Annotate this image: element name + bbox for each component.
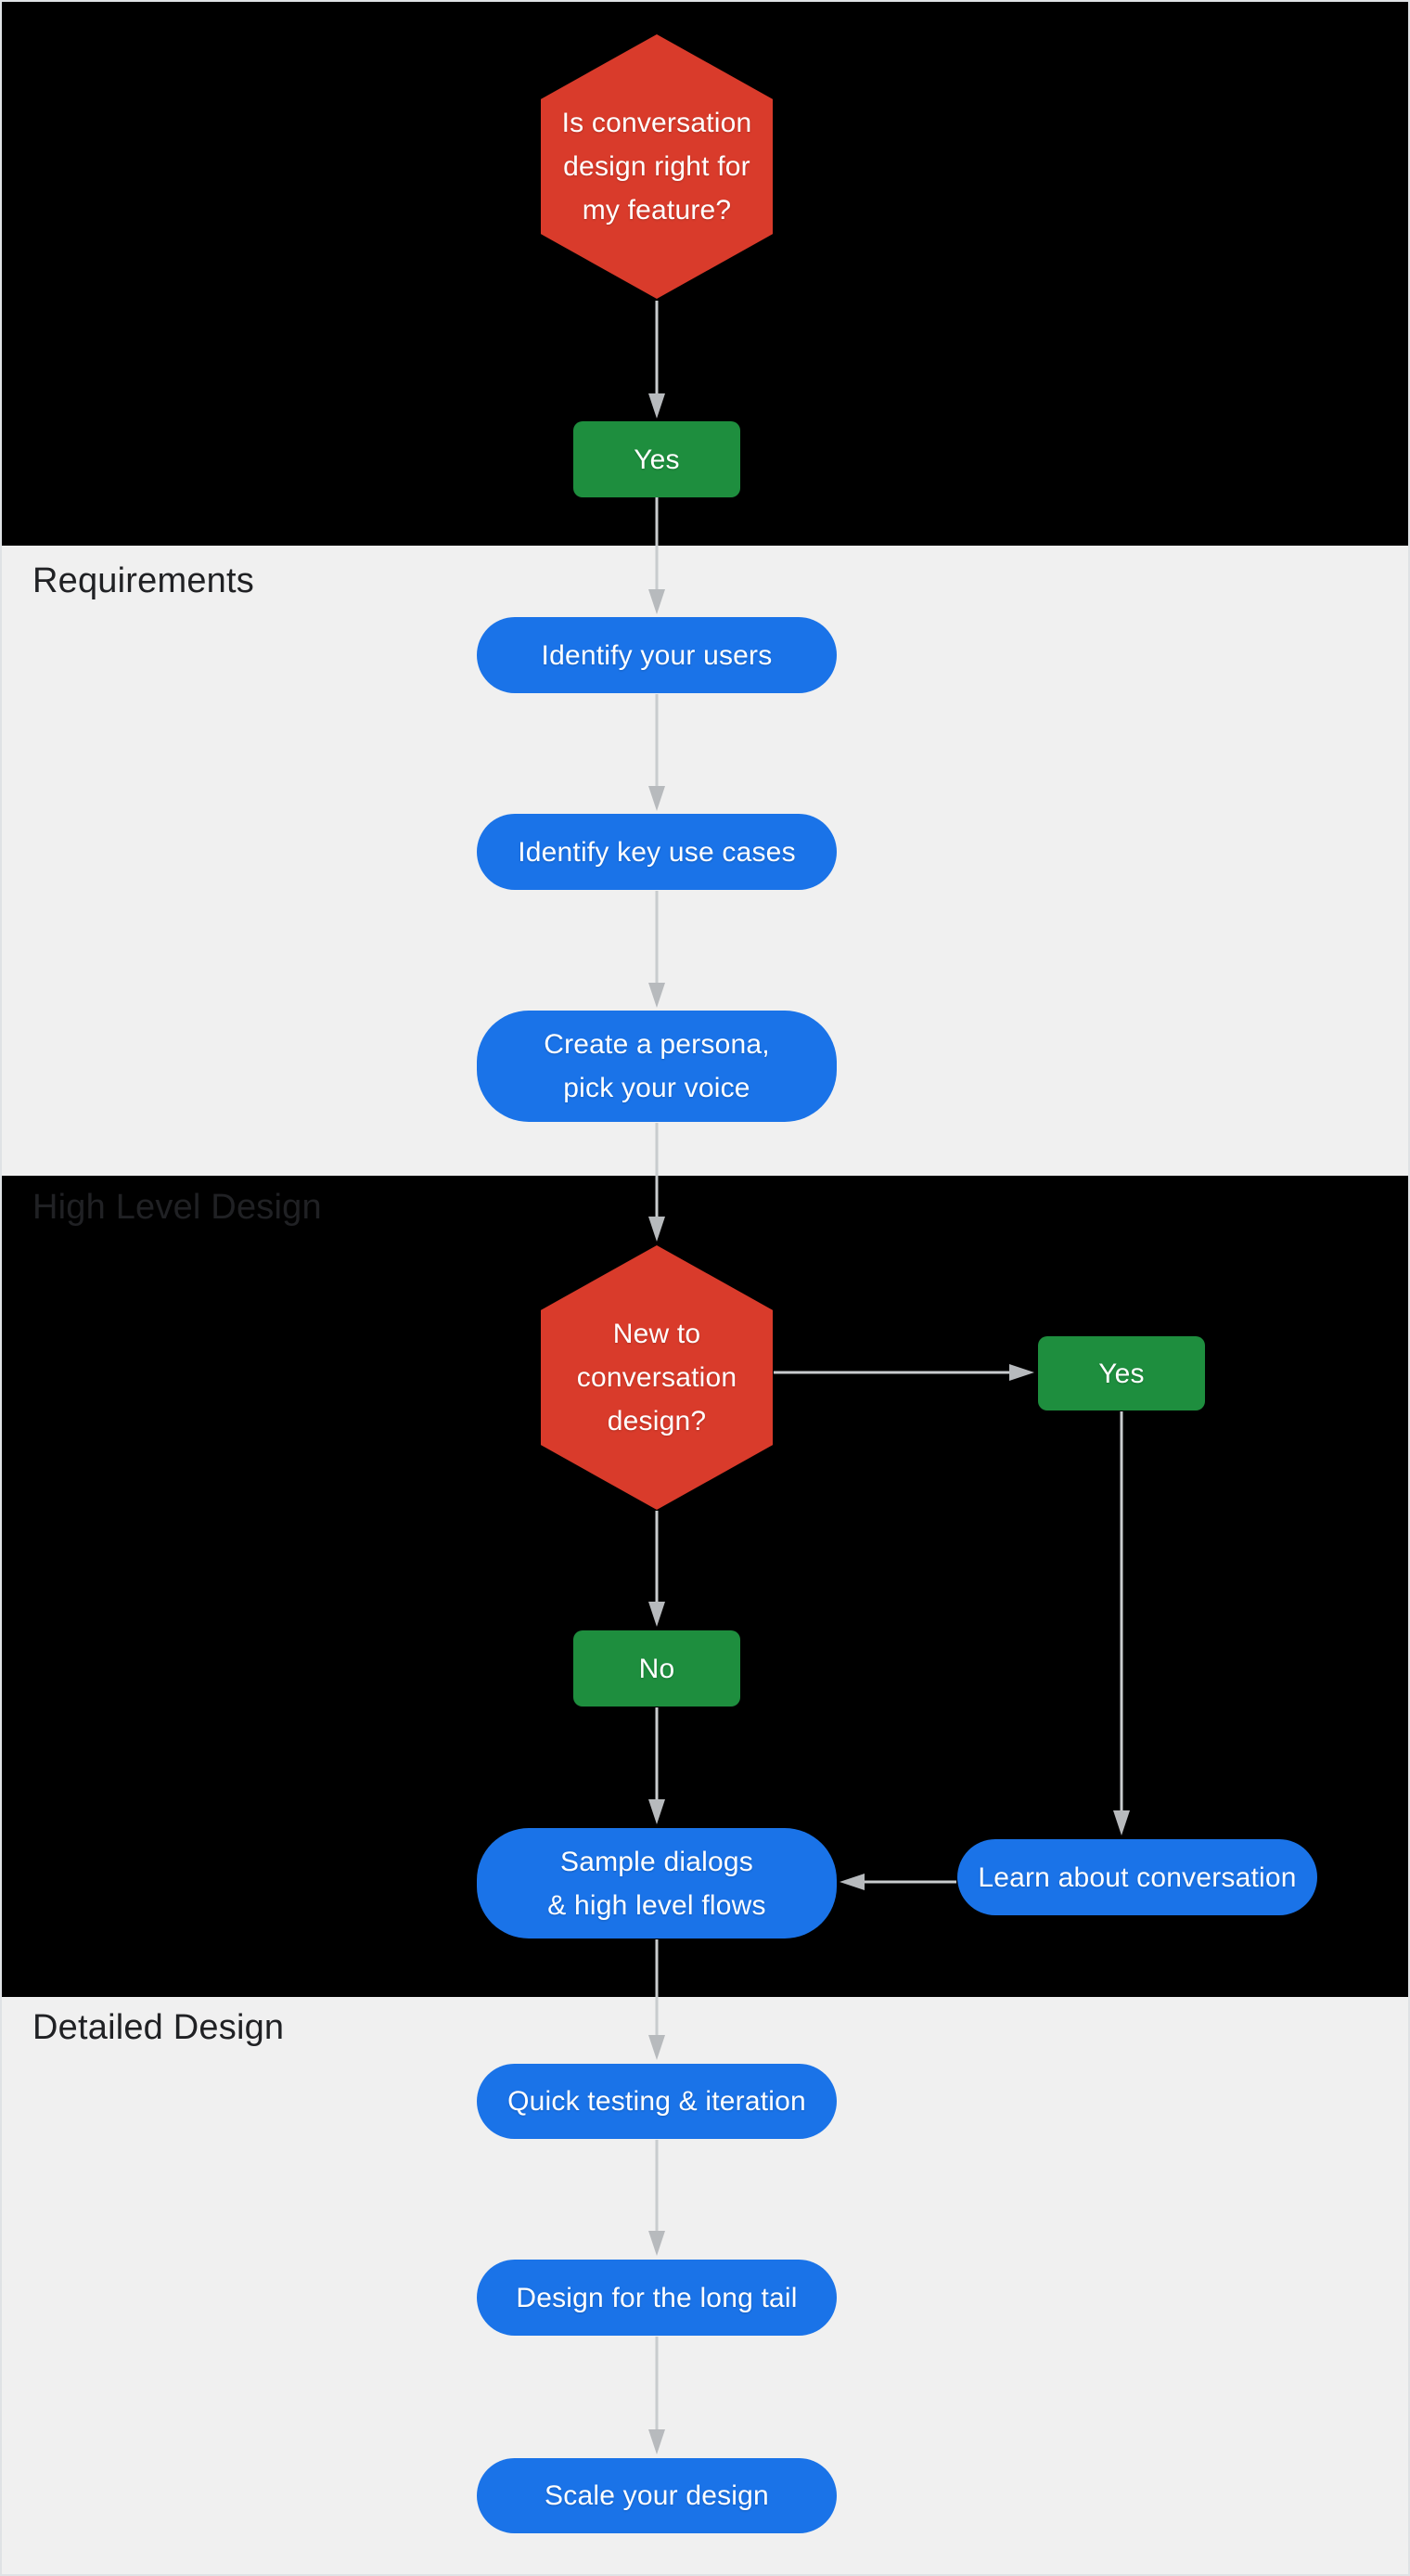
yes-button-new-to-design[interactable]: Yes [1038,1336,1205,1410]
arrowhead-users-to-use-cases [648,786,665,811]
section-label-detailed-design: Detailed Design [32,2008,285,2047]
arrowhead-yes1-to-identify-users [648,589,665,614]
section-label-high-level-design: High Level Design [32,1188,322,1227]
pill-sample-dialogs-high-level-flows[interactable]: Sample dialogs & high level flows [477,1828,837,1938]
pill-design-for-long-tail[interactable]: Design for the long tail [477,2260,837,2336]
pill-create-persona-pick-voice[interactable]: Create a persona, pick your voice [477,1011,837,1122]
pill-learn-about-conversation[interactable]: Learn about conversation [957,1839,1317,1915]
pill-quick-testing-iteration[interactable]: Quick testing & iteration [477,2064,837,2139]
decision-is-conversation-design-right: Is conversation design right for my feat… [541,34,773,299]
section-label-requirements: Requirements [32,561,254,600]
arrowhead-yes2-to-learn [1113,1810,1130,1835]
arrowhead-learn-to-sample-dialogs [840,1874,865,1890]
pill-identify-key-use-cases[interactable]: Identify key use cases [477,814,837,890]
arrowhead-persona-to-decision2 [648,1217,665,1242]
arrowhead-decision1-to-yes1 [648,393,665,419]
arrowhead-long-tail-to-scale [648,2429,665,2454]
pill-scale-your-design[interactable]: Scale your design [477,2458,837,2533]
arrowhead-no-to-sample-dialogs [648,1799,665,1824]
arrowhead-use-cases-to-persona [648,983,665,1008]
decision-new-to-conversation-design: New to conversation design? [541,1245,773,1510]
yes-button-top[interactable]: Yes [573,421,740,497]
arrowhead-decision2-to-yes2 [1009,1364,1034,1381]
arrowhead-decision2-to-no [648,1602,665,1627]
arrowhead-sample-to-quick-testing [648,2035,665,2060]
no-button-new-to-design[interactable]: No [573,1630,740,1707]
pill-identify-your-users[interactable]: Identify your users [477,617,837,693]
arrowhead-quick-to-long-tail [648,2231,665,2256]
